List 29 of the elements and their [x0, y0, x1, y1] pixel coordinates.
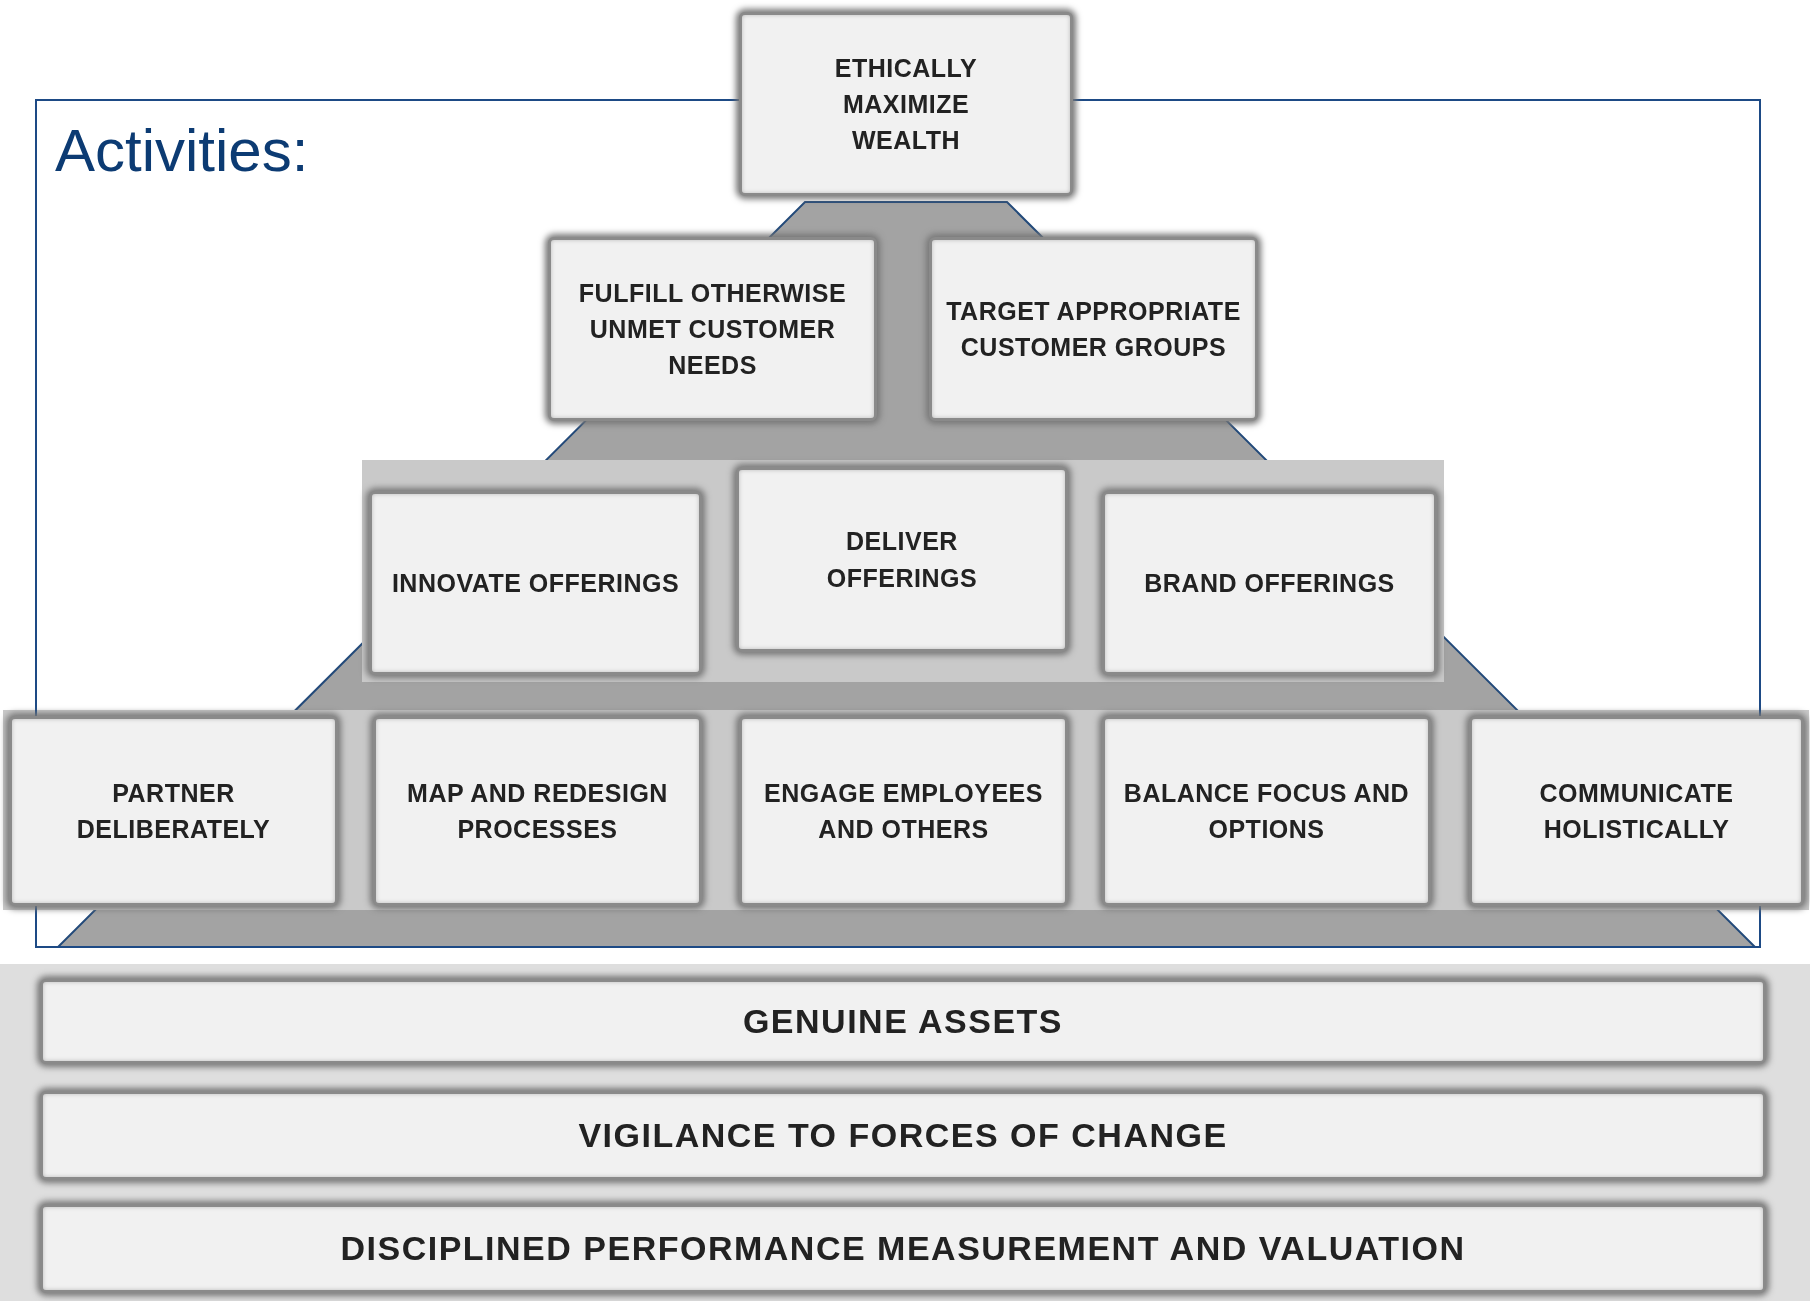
box-label: VIGILANCE TO FORCES OF CHANGE: [578, 1114, 1228, 1156]
pyramid-box: [1102, 491, 1437, 675]
pyramid-box: [929, 237, 1258, 421]
pyramid-box: [369, 491, 702, 675]
box-label: BRAND OFFERINGS: [1144, 567, 1395, 599]
box-label: DISCIPLINED PERFORMANCE MEASUREMENT AND VALUATION: [340, 1227, 1466, 1269]
box-label: INNOVATE OFFERINGS: [391, 567, 680, 599]
pyramid-box: [373, 716, 702, 906]
pyramid-box: [1469, 716, 1804, 906]
box-label: MAP AND REDESIGN PROCESSES: [406, 777, 669, 845]
foundation-band: [40, 1204, 1766, 1293]
foundation-band: [40, 979, 1766, 1064]
box-label: TARGET APPROPRIATE CUSTOMER GROUPS: [945, 295, 1242, 363]
frame-title: Activities:: [55, 116, 309, 185]
pyramid-box: [739, 12, 1073, 196]
pyramid-box: [739, 716, 1068, 906]
box-label: COMMUNICATE HOLISTICALLY: [1538, 777, 1735, 845]
box-label: PARTNER DELIBERATELY: [75, 777, 272, 845]
pyramid-box: [1102, 716, 1431, 906]
box-label: GENUINE ASSETS: [742, 1000, 1064, 1042]
pyramid-box: [736, 467, 1068, 652]
pyramid-box: [548, 237, 877, 421]
box-label: FULFILL OTHERWISE UNMET CUSTOMER NEEDS: [577, 277, 848, 382]
box-label: DELIVER OFFERINGS: [825, 526, 979, 594]
foundation-band: [40, 1091, 1766, 1180]
box-label: ENGAGE EMPLOYEES AND OTHERS: [763, 777, 1044, 845]
box-label: ETHICALLY MAXIMIZE WEALTH: [833, 52, 979, 157]
box-label: BALANCE FOCUS AND OPTIONS: [1122, 777, 1411, 845]
pyramid-box: [9, 716, 338, 906]
